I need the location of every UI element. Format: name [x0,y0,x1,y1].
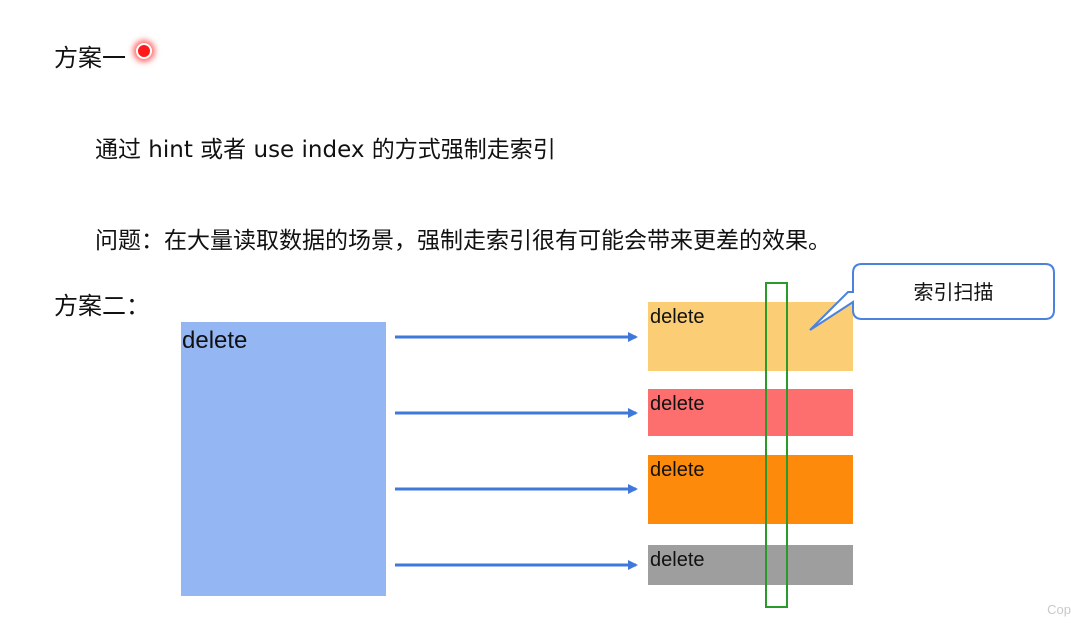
plan-two-heading: 方案二： [54,292,150,320]
problem-description: 问题：在大量读取数据的场景，强制走索引很有可能会带来更差的效果。 [95,228,831,254]
hint-description: 通过 hint 或者 use index 的方式强制走索引 [95,137,556,163]
callout-label-container: 索引扫描 [853,264,1054,319]
source-delete-box: delete [181,322,386,596]
arrows-group [395,332,638,570]
target-delete-label-2: delete [650,393,705,415]
index-scan-rect [765,282,788,608]
target-delete-label-4: delete [650,549,705,571]
target-delete-label-3: delete [650,459,705,481]
target-delete-box-4: delete [648,545,853,585]
callout-bubble [809,263,1055,331]
pointer-dot-icon [136,43,152,59]
watermark-text: Cop [1047,602,1071,617]
target-delete-label-1: delete [650,306,705,328]
target-delete-box-3: delete [648,455,853,524]
target-delete-box-2: delete [648,389,853,436]
callout-label: 索引扫描 [913,280,994,304]
target-delete-box-1: delete [648,302,853,371]
plan-one-heading: 方案一 [54,44,126,72]
source-delete-label: delete [182,327,248,354]
